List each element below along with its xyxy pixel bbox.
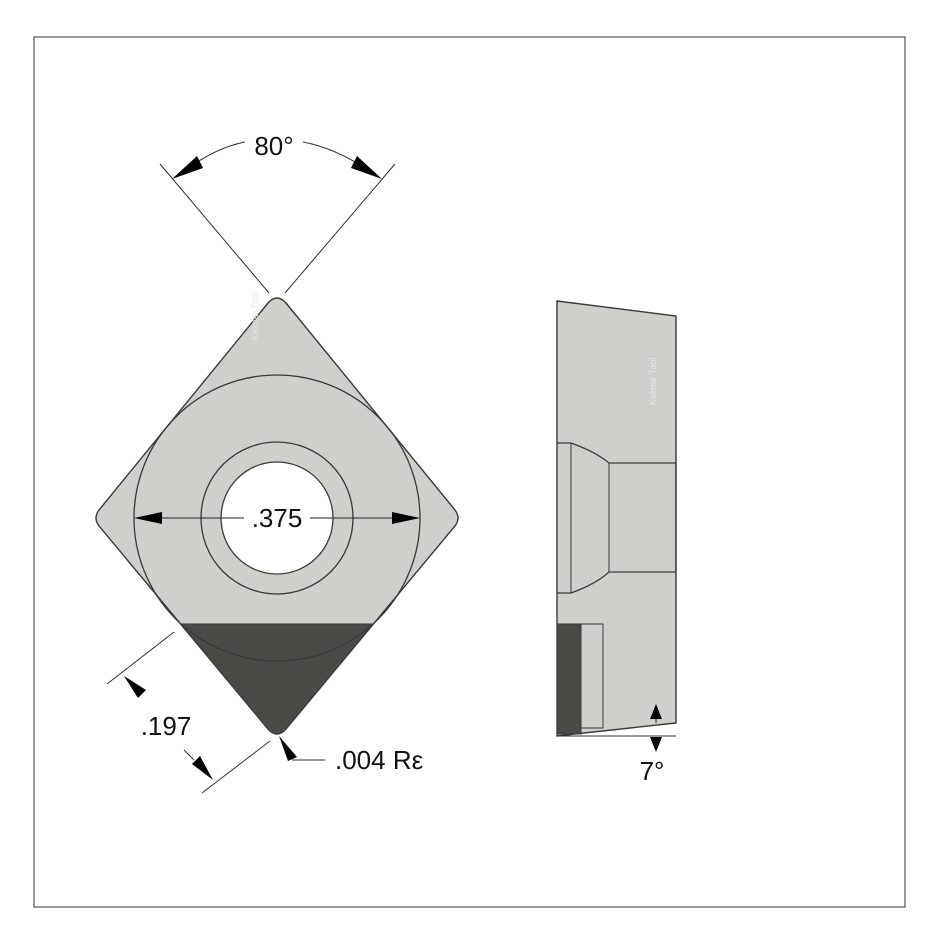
extension-line-left — [159, 163, 270, 294]
side-pcd-layer — [556, 623, 582, 735]
watermark-top: Kelmar Tool — [250, 293, 260, 340]
clearance-angle-dimension: 7° — [557, 704, 676, 786]
tip-length-dimension: .197 — [106, 631, 271, 794]
angle-dimension: 80° — [159, 131, 396, 294]
pcd-tip — [179, 623, 375, 735]
extension-line-right — [284, 163, 396, 294]
tip-arrowhead-upper — [124, 676, 146, 698]
clearance-arrowhead-upper — [650, 704, 662, 719]
corner-radius-label: .004 Rε — [335, 745, 424, 775]
drawing-frame — [33, 36, 906, 908]
angle-label: 80° — [254, 131, 293, 161]
watermark-side: Kelmar Tool — [648, 358, 658, 405]
tip-length-label: .197 — [141, 711, 192, 741]
corner-radius-callout: .004 Rε — [279, 736, 424, 775]
angle-arrowhead-left — [172, 156, 203, 179]
insert-side-view: Kelmar Tool — [556, 300, 677, 737]
clearance-angle-label: 7° — [640, 756, 665, 786]
tip-extension-lower — [201, 740, 271, 794]
tip-extension-upper — [106, 631, 175, 685]
tip-leader-lower — [183, 749, 195, 761]
radius-arrowhead — [279, 736, 297, 761]
diameter-arrowhead-right — [392, 512, 420, 524]
diameter-arrowhead-left — [134, 512, 162, 524]
angle-arrowhead-right — [351, 156, 382, 179]
side-carbide-layer — [580, 623, 604, 729]
diameter-label: .375 — [252, 503, 303, 533]
hole-diameter-dimension: .375 — [134, 503, 420, 533]
side-hole-profile — [557, 442, 677, 594]
clearance-arrowhead-lower — [650, 737, 662, 752]
tip-arrowhead-lower — [192, 756, 213, 780]
insert-top-view: Kelmar Tool — [95, 293, 459, 735]
